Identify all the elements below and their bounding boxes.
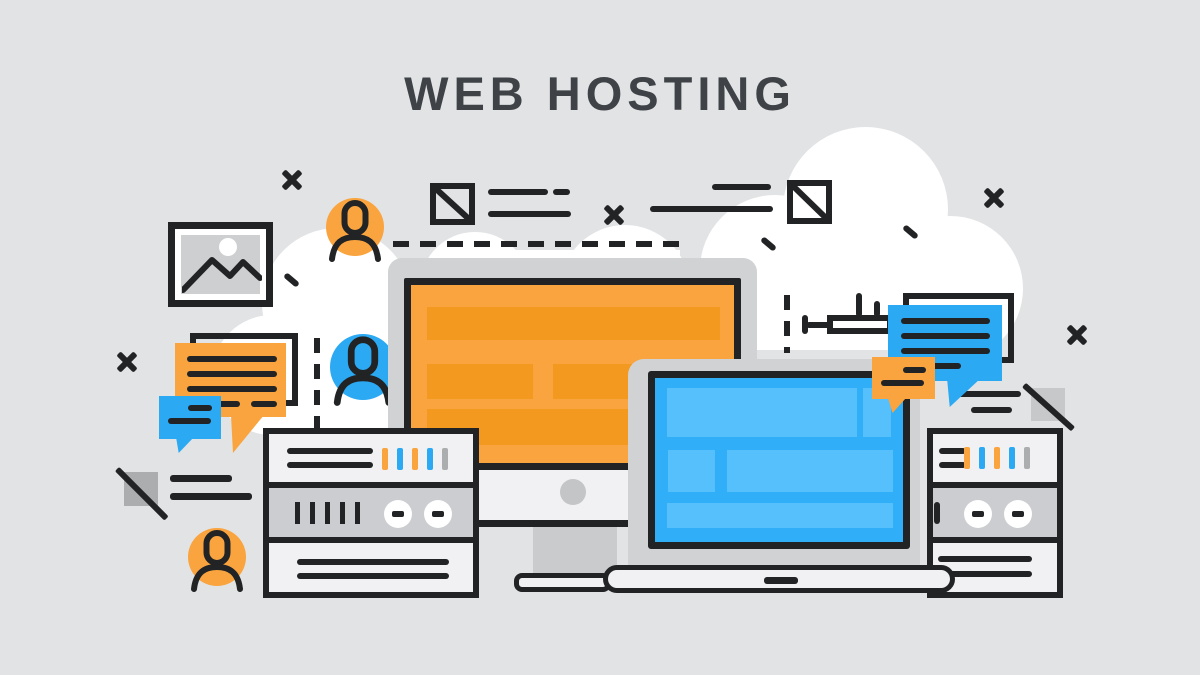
x-icon xyxy=(982,186,1006,210)
led-bar xyxy=(427,448,433,470)
led-bar xyxy=(442,448,448,470)
server-vent-ticks xyxy=(295,502,361,524)
led-bar xyxy=(1009,447,1015,469)
user-icon xyxy=(329,200,381,262)
text-line xyxy=(712,184,771,190)
circuit-tick xyxy=(802,315,808,334)
x-icon xyxy=(602,203,626,227)
square-diagonal-icon xyxy=(787,180,832,224)
screen-content-block xyxy=(667,388,857,437)
led-bar xyxy=(412,448,418,470)
square-diagonal-icon xyxy=(430,183,475,225)
server-label-line xyxy=(297,573,449,579)
screen-content-block xyxy=(668,450,715,492)
server-drive-button xyxy=(1004,500,1032,528)
server-label-line xyxy=(939,462,966,468)
server-drive-button xyxy=(424,500,452,528)
server-label-line xyxy=(297,559,449,565)
text-line xyxy=(971,407,1012,413)
bubble-tail xyxy=(231,415,264,453)
led-bar xyxy=(979,447,985,469)
server-label-line xyxy=(938,556,1032,562)
dashed-connector-vertical xyxy=(314,338,320,434)
led-bar xyxy=(994,447,1000,469)
x-icon xyxy=(115,350,139,374)
server-row xyxy=(927,482,1063,543)
laptop-base xyxy=(603,565,955,593)
bubble-text-line xyxy=(168,418,211,424)
chat-bubble-blue-small xyxy=(159,396,221,439)
bubble-tail xyxy=(176,437,194,453)
bubble-text-line xyxy=(903,367,926,373)
dashed-connector-vertical xyxy=(784,295,790,353)
led-bar xyxy=(964,447,970,469)
text-line xyxy=(553,189,570,195)
bubble-text-line xyxy=(927,363,961,369)
screen-content-block xyxy=(427,307,720,340)
dashed-connector-horizontal xyxy=(393,241,688,247)
monitor-stand xyxy=(533,527,617,575)
server-led-bars xyxy=(382,448,448,470)
circuit-node-box xyxy=(827,315,893,334)
text-line xyxy=(953,391,1021,397)
user-icon xyxy=(333,336,393,406)
text-line xyxy=(488,211,571,217)
bubble-text-line xyxy=(187,386,277,392)
chat-bubble-orange-small xyxy=(872,357,935,399)
server-led-bars xyxy=(964,447,1030,469)
circuit-line xyxy=(856,293,862,317)
led-bar xyxy=(1024,447,1030,469)
page-title: WEB HOSTING xyxy=(404,67,796,120)
led-bar xyxy=(382,448,388,470)
monitor-base xyxy=(514,573,611,592)
server-label-line xyxy=(287,462,373,468)
bubble-text-line xyxy=(188,405,212,411)
bubble-text-line xyxy=(901,318,990,324)
bubble-text-line xyxy=(187,356,277,362)
mountains-icon xyxy=(182,257,262,293)
text-line xyxy=(170,475,232,482)
server-drive-button xyxy=(964,500,992,528)
sun-icon xyxy=(219,238,237,256)
laptop-screen xyxy=(648,371,910,549)
bubble-text-line xyxy=(901,348,990,354)
circuit-line xyxy=(874,301,880,317)
text-line xyxy=(650,206,773,212)
screen-content-block xyxy=(667,503,893,528)
server-vent-tick xyxy=(934,502,940,524)
server-drive-button xyxy=(384,500,412,528)
led-bar xyxy=(397,448,403,470)
bubble-text-line xyxy=(251,401,277,407)
bubble-text-line xyxy=(187,371,277,377)
bubble-text-line xyxy=(901,333,990,339)
user-icon xyxy=(191,530,243,592)
x-icon xyxy=(1065,323,1089,347)
monitor-camera-dot xyxy=(560,479,586,505)
server-label-line xyxy=(944,571,1032,577)
x-icon xyxy=(280,168,304,192)
server-label-line xyxy=(939,448,966,454)
server-label-line xyxy=(287,448,373,454)
bubble-text-line xyxy=(881,380,924,386)
circuit-line xyxy=(806,322,830,328)
text-line xyxy=(488,189,548,195)
server-row xyxy=(263,537,479,598)
text-line xyxy=(170,493,252,500)
screen-content-block xyxy=(727,450,893,492)
laptop-base-notch xyxy=(764,577,798,584)
screen-content-block xyxy=(427,364,533,399)
